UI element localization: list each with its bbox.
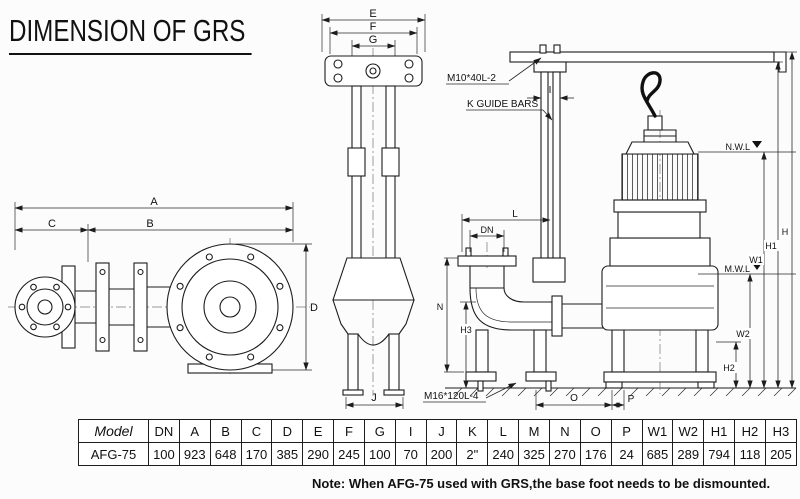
cell-i: 70 [394,442,427,466]
col-header-p: P [610,419,643,443]
dim-label-h1: H1 [765,241,777,251]
label-nwl: N.W.L [725,142,750,152]
col-header-l: L [487,419,520,443]
dimension-table: Model DN A B C D E F G I J K L M N O P W… [78,419,798,466]
guide-rail-geometry [324,55,423,396]
callout-m16: M16*120L-4 [424,391,479,402]
dim-label-i: I [549,85,552,96]
col-header-h1: H1 [703,419,736,443]
guide-rail-assembly-drawing: E F G J [321,8,426,409]
col-header-e: E [302,419,335,443]
dim-label-w1: W1 [749,255,763,265]
col-header-f: F [333,419,365,443]
cell-k: 2" [456,442,489,466]
col-header-n: N [548,419,581,443]
cell-w2: 289 [672,442,705,466]
cell-m: 325 [518,442,550,466]
discharge-elbow [457,247,604,392]
table-header-row: Model DN A B C D E F G I J K L M N O P W… [78,419,798,443]
col-header-d: D [271,419,304,443]
cell-b: 648 [209,442,242,466]
dim-label-c: C [48,218,56,230]
col-header-b: B [209,419,242,443]
page-title: DIMENSION OF GRS [9,13,252,55]
dim-label-p: P [628,394,635,405]
dim-label-f: F [370,21,377,33]
pump-side-view-drawing: A C B D [8,196,318,376]
cell-p: 24 [610,442,643,466]
top-beam [509,44,787,73]
installation-dimensions [444,51,797,410]
callout-guide-bars: K GUIDE BARS [467,99,538,110]
cell-h3: 205 [764,442,798,466]
guide-bars [540,71,561,275]
dim-label-h: H [782,227,789,237]
col-header-g: G [363,419,396,443]
side-view-geometry [14,243,294,374]
dim-label-w2: W2 [736,329,750,339]
side-view-dimensions [14,202,312,371]
table-value-row: AFG-75 100 923 648 170 385 290 245 100 7… [78,442,798,466]
dim-label-n: N [437,302,444,312]
dim-label-e: E [369,8,376,20]
cell-e: 290 [302,442,335,466]
col-header-k: K [456,419,489,443]
dim-label-g: G [369,34,378,46]
col-header-w1: W1 [641,419,674,443]
water-levels [698,141,796,275]
col-header-a: A [178,419,211,443]
cell-f: 245 [333,442,365,466]
col-header-o: O [579,419,612,443]
technical-drawings: A C B D [8,8,797,410]
col-header-model: Model [78,419,149,443]
callout-leaders [423,57,553,403]
dim-label-j: J [371,392,377,404]
callout-m10: M10*40L-2 [447,73,496,84]
cell-g: 100 [363,442,396,466]
label-mwl: M.W.L [724,264,750,274]
cell-d: 385 [271,442,304,466]
col-header-dn: DN [148,419,180,443]
dim-label-o: O [570,393,578,404]
col-header-w2: W2 [672,419,705,443]
note-text: Note: When AFG-75 used with GRS,the base… [312,476,771,491]
installation-drawing: M10*40L-2 I K GUIDE BARS N.W.L M.W.L L D… [423,44,797,410]
dim-label-b: B [146,218,153,230]
dim-label-h3: H3 [460,325,472,335]
col-header-c: C [240,419,273,443]
cell-j: 200 [425,442,458,466]
dim-label-d: D [310,302,318,314]
col-header-h3: H3 [764,419,798,443]
col-header-m: M [518,419,550,443]
dim-label-dn: DN [481,225,494,235]
dim-label-a: A [150,196,158,208]
dim-label-h2: H2 [723,363,735,373]
cell-n: 270 [548,442,581,466]
col-header-h2: H2 [734,419,766,443]
cell-h2: 118 [734,442,766,466]
cell-l: 240 [487,442,520,466]
guide-rail-dimensions [321,14,426,409]
submersible-pump [601,71,719,389]
cell-c: 170 [240,442,273,466]
cell-dn: 100 [148,442,180,466]
cell-o: 176 [579,442,612,466]
cell-model: AFG-75 [78,442,149,466]
cell-a: 923 [178,442,211,466]
col-header-i: I [394,419,427,443]
cell-w1: 685 [641,442,674,466]
dim-label-l: L [512,209,518,220]
col-header-j: J [425,419,458,443]
cell-h1: 794 [703,442,736,466]
